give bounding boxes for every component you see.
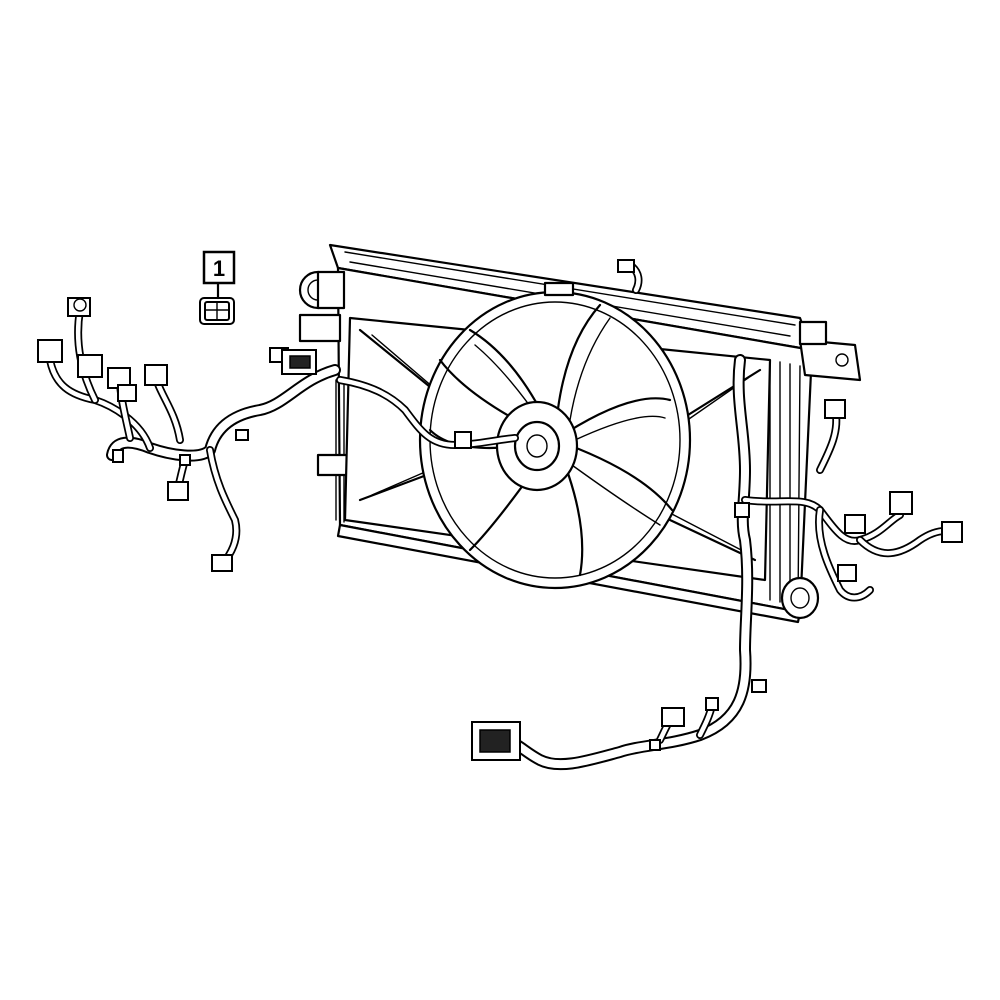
connector-right-4 <box>837 564 857 582</box>
connector-left-1 <box>37 339 63 363</box>
clip-1 <box>235 429 249 441</box>
fan-hub <box>495 400 579 492</box>
connector-left-7 <box>167 481 189 501</box>
connector-bottom-small <box>661 707 685 727</box>
callout-box <box>202 250 236 285</box>
connector-left-10-face <box>289 355 311 369</box>
connector-left-5 <box>144 364 168 386</box>
cooling-fan <box>418 281 692 590</box>
connector-left-3 <box>77 354 103 378</box>
callout-1: 1 <box>202 250 236 300</box>
clip-bottom-2 <box>751 679 767 693</box>
electrical-connectors <box>37 259 963 761</box>
connector-mid-1 <box>454 431 472 449</box>
connector-right-2 <box>941 521 963 543</box>
radiator-outlet <box>780 576 820 620</box>
connector-top <box>617 259 635 273</box>
connector-left-6 <box>117 384 137 402</box>
connector-right-5 <box>824 399 846 419</box>
clip-bottom-1 <box>705 697 719 711</box>
connector-right-3 <box>844 514 866 534</box>
radiator-core-fins <box>335 359 801 607</box>
callout-label: 1 <box>213 256 225 281</box>
connector-bottom-large-face <box>479 729 511 753</box>
radiator-inlet <box>298 270 346 310</box>
connector-right-1 <box>889 491 913 515</box>
clip-right-1 <box>734 502 750 518</box>
callout-part-connector <box>199 297 235 325</box>
clip-2 <box>179 454 191 466</box>
clip-bottom-3 <box>649 739 661 751</box>
clip-3 <box>112 449 124 463</box>
connector-left-2 <box>67 297 91 317</box>
connector-left-8 <box>211 554 233 572</box>
